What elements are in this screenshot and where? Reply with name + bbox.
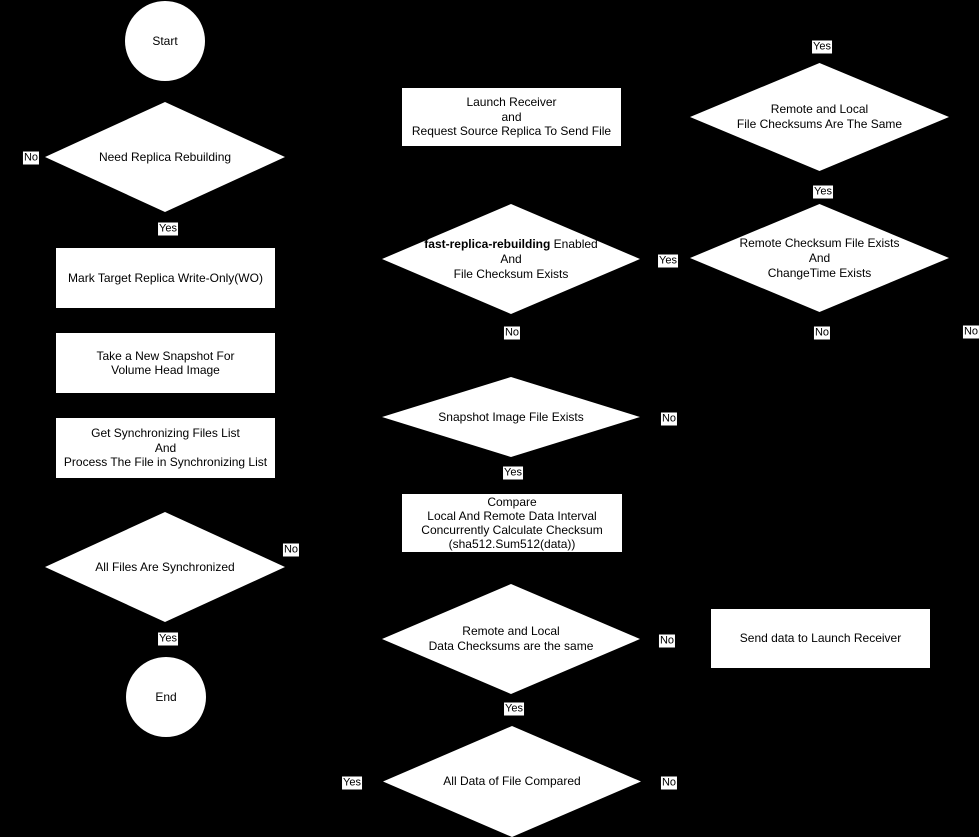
edge-label-no-remote-checksum: No bbox=[813, 326, 831, 340]
process-take-new-snapshot: Take a New Snapshot For Volume Head Imag… bbox=[56, 333, 275, 393]
decision-text: File Checksum Exists bbox=[453, 266, 569, 281]
decision-text: Data Checksums are the same bbox=[428, 639, 594, 653]
end-node: End bbox=[126, 657, 206, 737]
edge-label-yes-data-checksums: Yes bbox=[504, 702, 524, 716]
decision-text: fast-replica-rebuilding Enabled bbox=[424, 237, 597, 252]
decision-all-files-synchronized: All Files Are Synchronized bbox=[45, 512, 285, 622]
decision-need-replica-rebuilding: Need Replica Rebuilding bbox=[45, 102, 285, 212]
decision-remote-checksum-file-exists: Remote Checksum File Exists And ChangeTi… bbox=[690, 204, 949, 312]
edge-label-no-all-data-compared: No bbox=[660, 776, 678, 790]
edge-label-no-need-replica: No bbox=[22, 151, 40, 165]
decision-all-data-compared: All Data of File Compared bbox=[383, 726, 641, 837]
process-text: Process The File in Synchronizing List bbox=[63, 455, 268, 470]
decision-text: All Files Are Synchronized bbox=[95, 559, 235, 574]
process-text: Compare bbox=[487, 495, 537, 509]
edge-label-yes-snapshot-exists: Yes bbox=[503, 466, 523, 480]
start-node: Start bbox=[125, 1, 205, 81]
edge-label-no-far-right: No bbox=[962, 325, 979, 339]
process-launch-receiver: Launch Receiver and Request Source Repli… bbox=[402, 88, 621, 146]
process-send-data-to-launch-receiver: Send data to Launch Receiver bbox=[711, 609, 930, 668]
decision-text: And bbox=[500, 251, 522, 266]
decision-snapshot-image-file-exists: Snapshot Image File Exists bbox=[382, 377, 640, 457]
process-text: Send data to Launch Receiver bbox=[739, 631, 902, 646]
edge-label-no-fast-replica: No bbox=[503, 326, 521, 340]
decision-text: All Data of File Compared bbox=[443, 774, 581, 788]
edge-label-no-snapshot-exists: No bbox=[660, 412, 678, 426]
decision-text-rest: Enabled bbox=[550, 236, 598, 251]
process-get-synchronizing-files-list: Get Synchronizing Files List And Process… bbox=[56, 418, 275, 478]
start-label: Start bbox=[152, 34, 178, 48]
decision-text: Remote Checksum File Exists bbox=[739, 235, 900, 250]
process-text: (sha512.Sum512(data)) bbox=[448, 537, 576, 551]
edge-label-yes-file-checksums-top: Yes bbox=[812, 40, 832, 54]
process-text: Request Source Replica To Send File bbox=[411, 124, 612, 139]
decision-text: Snapshot Image File Exists bbox=[438, 409, 584, 424]
decision-text: Remote and Local bbox=[462, 624, 560, 638]
edge-label-yes-file-checksums: Yes bbox=[813, 185, 833, 199]
end-label: End bbox=[155, 690, 177, 704]
edge-label-yes-fast-replica: Yes bbox=[658, 254, 678, 268]
edge-label-yes-all-data-compared: Yes bbox=[342, 776, 362, 790]
process-text: Concurrently Calculate Checksum bbox=[421, 523, 603, 537]
decision-text-bold: fast-replica-rebuilding bbox=[424, 236, 551, 251]
process-text: Mark Target Replica Write-Only(WO) bbox=[68, 270, 263, 285]
process-text: Get Synchronizing Files List bbox=[91, 426, 240, 441]
process-text: Volume Head Image bbox=[111, 363, 220, 377]
process-text: Local And Remote Data Interval bbox=[427, 509, 597, 523]
edge-label-yes-all-files-synced: Yes bbox=[158, 632, 178, 646]
decision-fast-replica-rebuilding: fast-replica-rebuilding Enabled And File… bbox=[382, 204, 640, 314]
process-text: And bbox=[154, 440, 177, 455]
edge-label-yes-need-replica: Yes bbox=[158, 222, 178, 236]
process-text: and bbox=[501, 109, 522, 124]
edge-label-no-all-files-synced: No bbox=[282, 543, 300, 557]
process-text: Launch Receiver bbox=[466, 95, 557, 110]
process-text: Take a New Snapshot For bbox=[96, 348, 235, 363]
edge-label-no-data-checksums: No bbox=[658, 634, 676, 648]
decision-text: Remote and Local bbox=[770, 102, 869, 116]
decision-file-checksums-same: Remote and Local File Checksums Are The … bbox=[690, 63, 949, 171]
decision-text: ChangeTime Exists bbox=[767, 265, 872, 280]
decision-data-checksums-same: Remote and Local Data Checksums are the … bbox=[382, 584, 640, 694]
decision-text: File Checksums Are The Same bbox=[736, 117, 903, 131]
process-compare-checksum: Compare Local And Remote Data Interval C… bbox=[402, 494, 622, 552]
process-mark-target-replica: Mark Target Replica Write-Only(WO) bbox=[56, 248, 275, 308]
decision-text: And bbox=[808, 250, 831, 265]
decision-text: Need Replica Rebuilding bbox=[98, 149, 232, 164]
